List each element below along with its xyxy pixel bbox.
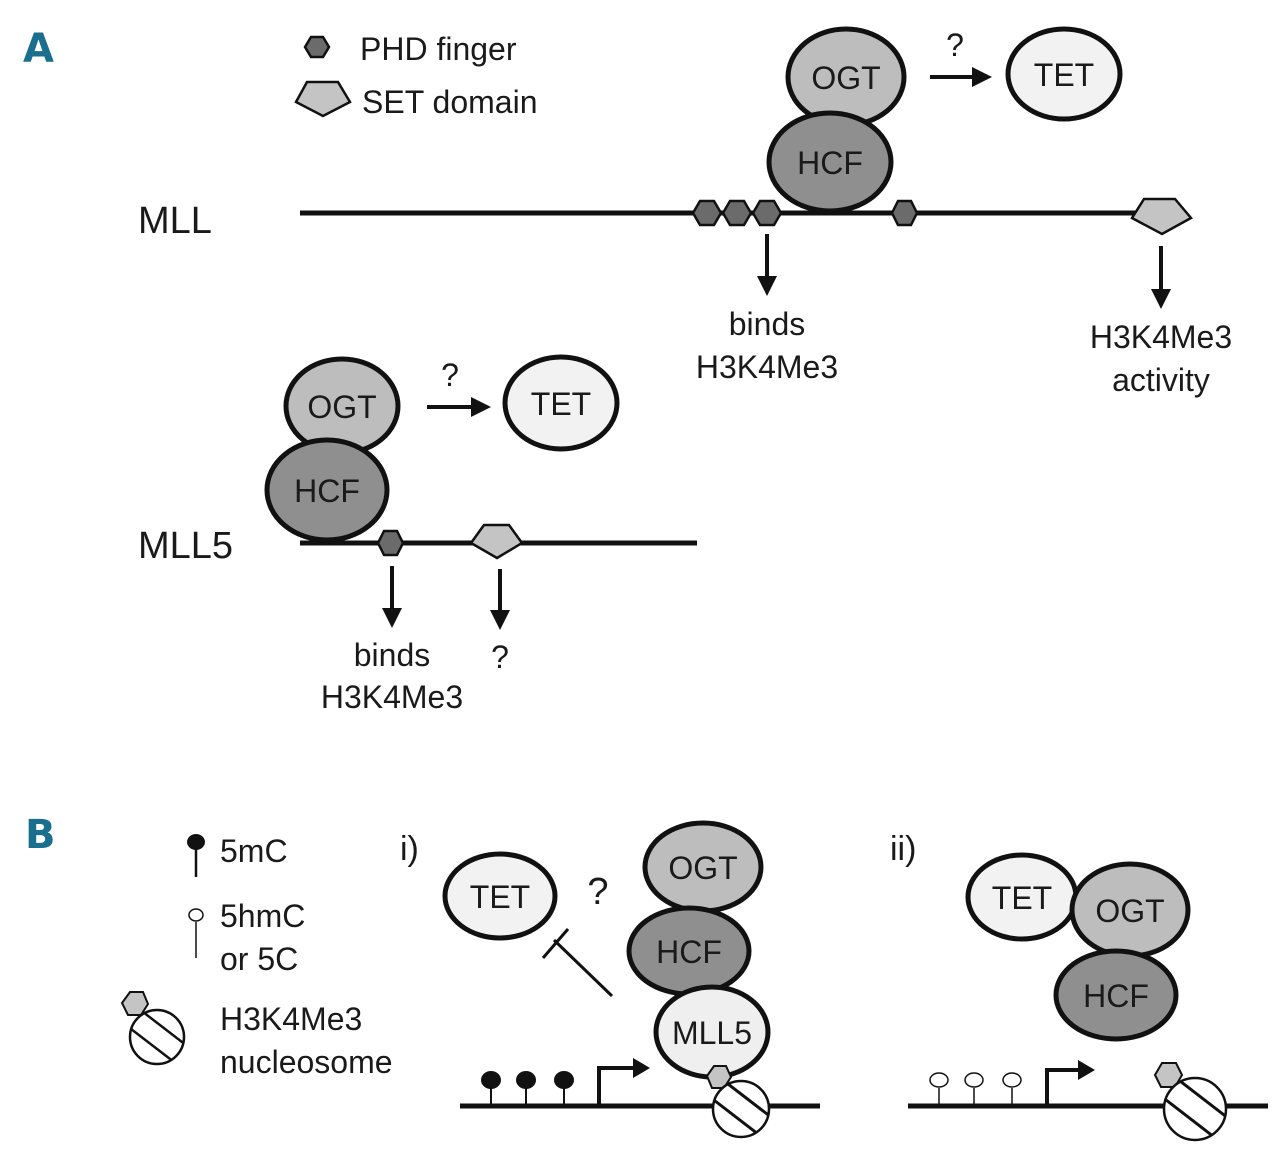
mll-tet-node <box>1005 26 1123 122</box>
bii-tss-arrow-icon <box>1045 1068 1080 1106</box>
legend-set-label: SET domain <box>362 84 538 120</box>
bi-tss-arrow-icon <box>597 1066 635 1106</box>
mll5-tet-node <box>502 354 620 452</box>
h3k4me3-mark-icon <box>120 991 150 1016</box>
hydroxymethyl-lollipop-icon <box>929 1072 949 1088</box>
mll5-phd-note-2: H3K4Me3 <box>321 679 463 715</box>
phd-finger-icon <box>303 35 331 59</box>
mll5-tet-label: TET <box>531 386 591 422</box>
legend-5hmc: 5hmC or 5C <box>188 898 305 977</box>
bii-nucleosome-icon <box>1162 1076 1228 1142</box>
mll-tet-label: TET <box>1034 57 1094 93</box>
mll5-set-note: ? <box>491 639 509 675</box>
nucleosome-icon <box>128 1008 186 1066</box>
legend-5hmc-label-2: or 5C <box>220 941 298 977</box>
mll5-set-domain-icon <box>469 523 524 560</box>
bi-tet-label: TET <box>470 879 530 915</box>
mll-ogt-label: OGT <box>811 60 880 96</box>
mll-label: MLL <box>138 200 212 242</box>
bii-hcf-node <box>1053 948 1179 1042</box>
legend-phd-label: PHD finger <box>360 31 517 67</box>
mll5-hcf-node <box>264 437 390 543</box>
methyl-lollipop-icon <box>554 1071 574 1089</box>
bi-5mc-sites <box>481 1071 574 1106</box>
panel-label-a: A <box>23 26 54 72</box>
phd-finger-icon <box>721 199 753 227</box>
bii-tss-arrowhead <box>1078 1060 1095 1080</box>
mll-set-domain-icon <box>1130 197 1193 236</box>
mll-set-note-2: activity <box>1112 362 1210 398</box>
hydroxymethyl-lollipop-icon <box>188 908 204 922</box>
mll5-hcf-label: HCF <box>294 473 360 509</box>
scenario-ii-label: ii) <box>890 830 916 868</box>
bii-5hmc-sites <box>929 1072 1022 1106</box>
bii-hcf-label: HCF <box>1083 978 1149 1014</box>
legend-nucleosome-label-2: nucleosome <box>220 1044 393 1080</box>
methyl-lollipop-icon <box>481 1071 501 1089</box>
mll5-label: MLL5 <box>138 525 233 567</box>
legend-5hmc-label-1: 5hmC <box>220 898 305 934</box>
hydroxymethyl-lollipop-icon <box>964 1072 984 1088</box>
bi-ogt-label: OGT <box>668 850 737 886</box>
bi-mll5-label: MLL5 <box>672 1015 752 1051</box>
legend-phd: PHD finger <box>303 31 517 67</box>
bi-question: ? <box>587 871 608 913</box>
set-domain-icon <box>294 80 352 118</box>
scenario-i-label: i) <box>400 830 419 868</box>
bi-tet-node <box>442 851 558 941</box>
bii-ogt-label: OGT <box>1095 893 1164 929</box>
legend-5mc: 5mC <box>187 833 288 877</box>
bii-h3k4me3-mark-icon <box>1153 1062 1184 1088</box>
bi-h3k4me3-mark-icon <box>705 1065 733 1089</box>
legend-5mc-label: 5mC <box>220 833 288 869</box>
legend-set: SET domain <box>294 80 538 120</box>
mll-phd-note-1: binds <box>729 306 806 342</box>
phd-finger-icon <box>691 199 723 227</box>
mll5-phd-finger-icon <box>376 529 405 557</box>
mll-hcf-label: HCF <box>797 145 863 181</box>
mll5-question: ? <box>441 357 459 393</box>
mll-phd-note-2: H3K4Me3 <box>696 349 838 385</box>
mll-set-note-1: H3K4Me3 <box>1090 319 1232 355</box>
bi-inhibition-icon <box>541 928 614 998</box>
mll-phd-fingers <box>691 199 919 227</box>
legend-nucleosome: H3K4Me3 nucleosome <box>120 991 393 1080</box>
phd-finger-icon <box>890 199 919 227</box>
phd-finger-icon <box>751 199 783 227</box>
bi-tss-arrowhead <box>633 1058 650 1078</box>
bii-tet-label: TET <box>992 880 1052 916</box>
mll-question: ? <box>946 27 964 63</box>
panel-label-b: B <box>25 812 56 858</box>
mll5-phd-note-1: binds <box>354 637 431 673</box>
hydroxymethyl-lollipop-icon <box>1002 1072 1022 1088</box>
bi-hcf-label: HCF <box>656 934 722 970</box>
methyl-lollipop-icon <box>516 1071 536 1089</box>
methyl-lollipop-icon <box>187 834 205 850</box>
legend-nucleosome-label-1: H3K4Me3 <box>220 1001 362 1037</box>
mll-hcf-node <box>766 110 894 214</box>
mll5-ogt-label: OGT <box>307 389 376 425</box>
